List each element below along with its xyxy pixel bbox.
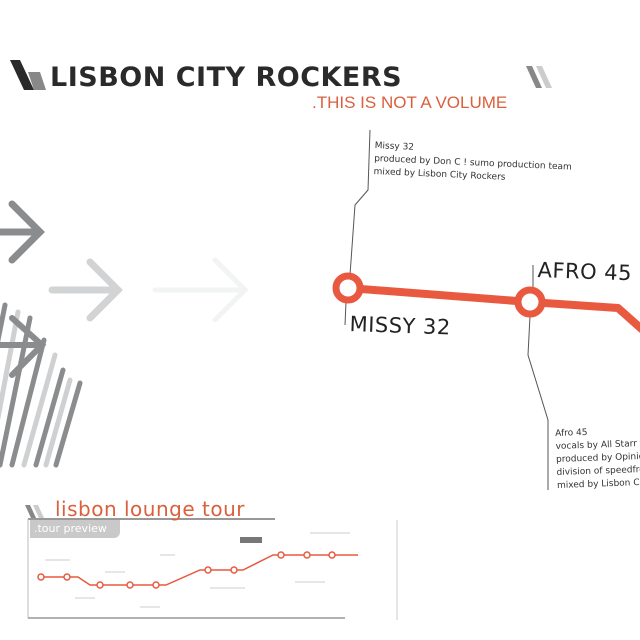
afro-lead-line xyxy=(527,315,549,490)
logo-slash-icon xyxy=(10,60,46,90)
station-marker-afro[interactable] xyxy=(514,286,546,318)
tour-preview-tab[interactable]: .tour preview xyxy=(30,520,120,538)
missy-lead-line-lower xyxy=(344,301,347,326)
arrow-right-icon-dark xyxy=(0,200,45,264)
corner-slash-icon xyxy=(526,66,552,88)
tour-title: lisbon lounge tour xyxy=(55,497,245,521)
missy-lead-line xyxy=(349,129,371,276)
station-label-afro[interactable]: AFRO 45 xyxy=(537,258,633,286)
artist-title: LISBON CITY ROCKERS xyxy=(50,62,403,93)
arrow-right-icon-light xyxy=(48,258,123,322)
station-marker-missy[interactable] xyxy=(332,272,364,304)
diagonal-stripes xyxy=(0,302,83,468)
mini-route-map xyxy=(37,532,358,608)
arrow-right-icon-faint xyxy=(152,257,249,323)
tour-slash-icon xyxy=(25,505,44,518)
album-subtitle: .THIS IS NOT A VOLUME xyxy=(312,93,508,112)
afro-credits: Afro 45 vocals by All Starr produced by … xyxy=(555,425,640,493)
route-line xyxy=(347,284,640,333)
station-label-missy[interactable]: MISSY 32 xyxy=(349,312,452,340)
